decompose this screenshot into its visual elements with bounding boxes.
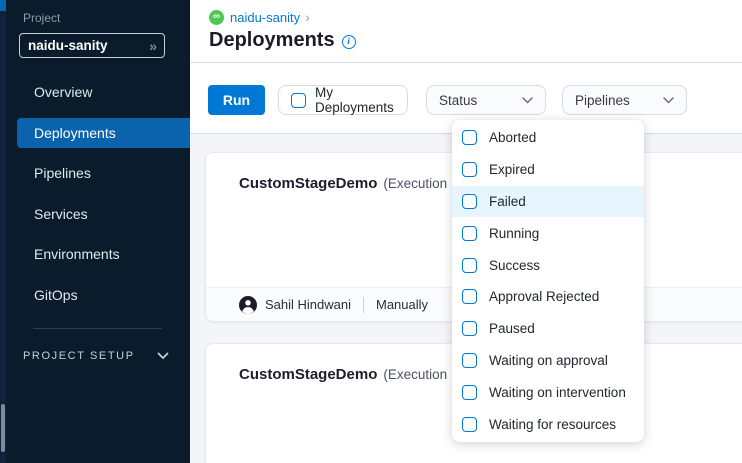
- status-option-checkbox[interactable]: [462, 384, 477, 400]
- sidebar-item-overview[interactable]: Overview: [34, 84, 93, 101]
- execution-id-text: (Execution Id: [383, 367, 463, 382]
- page-title: Deployments: [209, 29, 335, 51]
- status-option-approval-rejected[interactable]: Approval Rejected: [452, 281, 644, 313]
- expand-project-icon[interactable]: »: [149, 37, 157, 54]
- chevron-down-icon: [157, 352, 169, 360]
- status-option-checkbox[interactable]: [462, 321, 477, 337]
- project-label: Project: [23, 11, 61, 25]
- breadcrumb-project-link[interactable]: naidu-sanity: [230, 9, 301, 25]
- status-option-paused[interactable]: Paused: [452, 313, 644, 345]
- my-deployments-checkbox[interactable]: [291, 92, 306, 108]
- status-option-expired[interactable]: Expired: [452, 154, 644, 186]
- user-avatar-icon: [239, 295, 257, 314]
- chevron-down-icon: [663, 96, 674, 104]
- sidebar-item-environments[interactable]: Environments: [34, 246, 120, 263]
- status-option-checkbox[interactable]: [462, 416, 477, 432]
- status-option-label: Waiting on intervention: [489, 384, 626, 400]
- status-option-waiting-for-resources[interactable]: Waiting for resources: [452, 408, 644, 440]
- status-option-failed[interactable]: Failed: [452, 185, 644, 218]
- status-option-waiting-on-intervention[interactable]: Waiting on intervention: [452, 376, 644, 408]
- status-option-success[interactable]: Success: [452, 249, 644, 281]
- pipeline-name[interactable]: CustomStageDemo: [239, 175, 378, 192]
- status-filter-label: Status: [439, 92, 478, 108]
- status-option-label: Success: [489, 257, 541, 273]
- module-rail: [0, 0, 6, 463]
- status-option-checkbox[interactable]: [462, 289, 477, 305]
- project-name: naidu-sanity: [28, 38, 108, 53]
- status-option-checkbox[interactable]: [462, 162, 477, 178]
- main-area: ∞ naidu-sanity › Deployments i Run My De…: [190, 0, 742, 463]
- status-option-aborted[interactable]: Aborted: [452, 122, 644, 154]
- sidebar-item-deployments[interactable]: Deployments: [6, 113, 190, 154]
- project-setup-label: PROJECT SETUP: [23, 350, 135, 362]
- trigger-type: Manually: [376, 297, 429, 312]
- status-option-checkbox[interactable]: [462, 193, 477, 209]
- status-option-label: Approval Rejected: [489, 289, 600, 305]
- status-option-label: Waiting for resources: [489, 416, 617, 432]
- breadcrumb: ∞ naidu-sanity ›: [209, 9, 310, 25]
- deployment-card-header: CustomStageDemo (Execution Id: [206, 153, 742, 192]
- my-deployments-label: My Deployments: [315, 85, 394, 115]
- status-option-checkbox[interactable]: [462, 225, 477, 241]
- status-option-running[interactable]: Running: [452, 217, 644, 249]
- status-option-label: Expired: [489, 162, 535, 178]
- status-option-label: Aborted: [489, 130, 537, 146]
- sidebar-nav: Overview Deployments Pipelines Services …: [6, 72, 190, 315]
- sidebar-divider: [33, 328, 162, 329]
- deployment-card-header: CustomStageDemo (Execution Id: [206, 344, 742, 383]
- project-selector[interactable]: naidu-sanity »: [19, 33, 165, 58]
- breadcrumb-chevron-icon: ›: [305, 9, 310, 25]
- page-title-row: Deployments i: [209, 29, 356, 52]
- project-setup-toggle[interactable]: PROJECT SETUP: [23, 350, 173, 362]
- status-filter-dropdown[interactable]: Status: [426, 85, 546, 115]
- status-option-label: Paused: [489, 321, 535, 337]
- sidebar-item-services[interactable]: Services: [34, 205, 88, 222]
- status-option-checkbox[interactable]: [462, 130, 477, 146]
- pipelines-filter-label: Pipelines: [575, 92, 630, 108]
- chevron-down-icon: [522, 96, 533, 104]
- triggered-by-user: Sahil Hindwani: [265, 297, 351, 312]
- pipelines-filter-dropdown[interactable]: Pipelines: [562, 85, 687, 115]
- status-option-label: Running: [489, 225, 540, 241]
- run-button[interactable]: Run: [208, 85, 265, 115]
- status-option-label: Failed: [489, 193, 526, 209]
- status-option-waiting-on-approval[interactable]: Waiting on approval: [452, 345, 644, 377]
- sidebar: Project naidu-sanity » Overview Deployme…: [6, 0, 190, 463]
- execution-id-text: (Execution Id: [383, 176, 463, 191]
- pipeline-name[interactable]: CustomStageDemo: [239, 366, 378, 383]
- status-option-label: Waiting on approval: [489, 352, 608, 368]
- my-deployments-toggle[interactable]: My Deployments: [278, 85, 408, 115]
- header-divider: [190, 62, 742, 63]
- status-option-checkbox[interactable]: [462, 352, 477, 368]
- sidebar-item-gitops[interactable]: GitOps: [34, 286, 78, 303]
- rail-scrollbar-thumb[interactable]: [1, 404, 5, 452]
- cd-module-icon: ∞: [209, 9, 224, 25]
- module-rail-accent: [0, 0, 6, 11]
- status-option-checkbox[interactable]: [462, 257, 477, 273]
- info-icon[interactable]: i: [341, 34, 356, 49]
- sidebar-item-pipelines[interactable]: Pipelines: [34, 165, 91, 182]
- footer-separator: [363, 296, 364, 313]
